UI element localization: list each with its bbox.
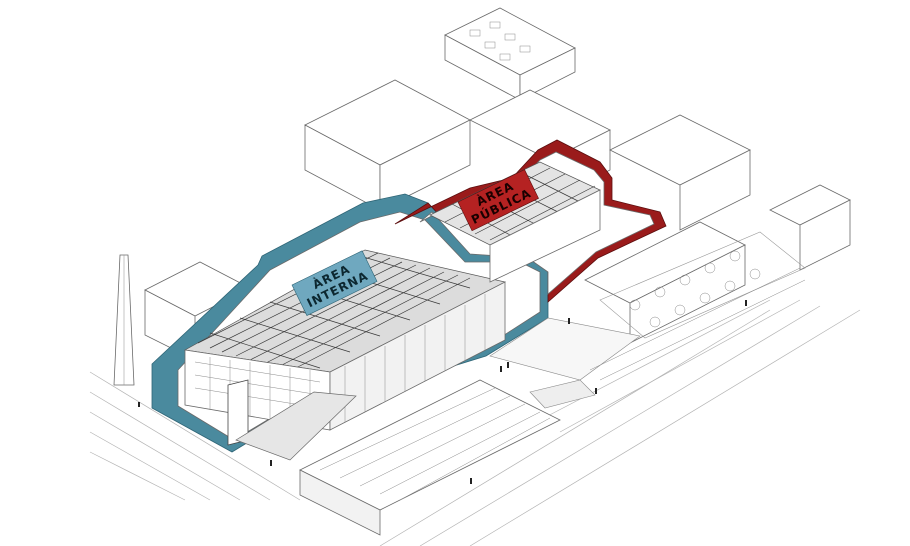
streets bbox=[89, 299, 861, 546]
internal-area-zone bbox=[151, 193, 549, 461]
lower-sheds bbox=[299, 379, 561, 536]
public-plaza bbox=[489, 317, 641, 409]
tree-grove bbox=[589, 231, 806, 381]
people-figures bbox=[138, 300, 747, 484]
chimney bbox=[113, 254, 135, 386]
